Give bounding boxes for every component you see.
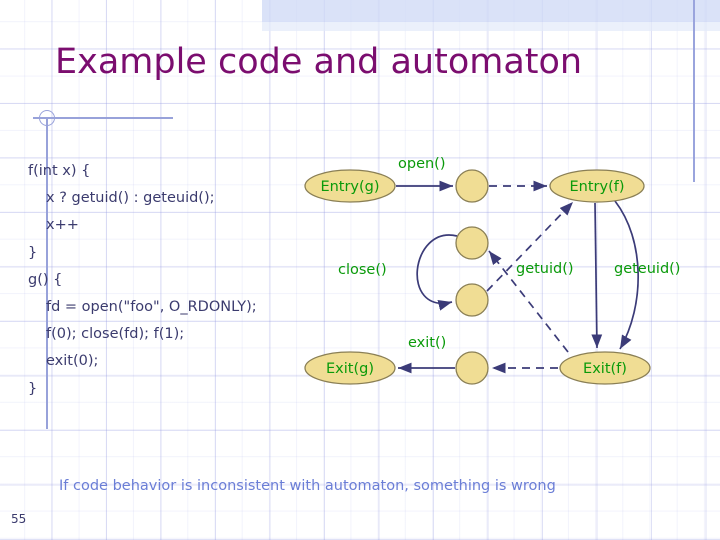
node-entry-g[interactable]: Entry(g) (304, 169, 396, 203)
code-line: } (28, 244, 38, 261)
code-line: exit(0); (46, 353, 99, 370)
edge-getuid (591, 202, 603, 349)
node-label: Exit(f) (583, 361, 627, 377)
code-block: f(int x) { x ? getuid() : geteuid(); x++… (28, 158, 328, 403)
edge-label-close: close() (338, 262, 387, 278)
edge-label-geteuid: geteuid() (614, 261, 680, 277)
code-line: f(0); close(fd); f(1); (46, 326, 185, 343)
node-label: Entry(f) (570, 179, 625, 195)
automaton-nodes: Entry(g) Entry(f) Exit(g) (304, 169, 651, 385)
node-entry-f[interactable]: Entry(f) (549, 169, 645, 203)
node-label: Exit(g) (326, 361, 374, 377)
edge-label-open: open() (398, 156, 446, 172)
footnote-text: If code behavior is inconsistent with au… (59, 478, 556, 494)
code-line: } (28, 380, 38, 397)
code-line: fd = open("foo", O_RDONLY); (46, 299, 257, 316)
node-c2[interactable] (455, 226, 489, 260)
header-band (262, 0, 720, 22)
code-line: x++ (46, 217, 79, 234)
edge-return-up (488, 250, 569, 353)
node-c3[interactable] (455, 283, 489, 317)
edge-label-exit: exit() (408, 335, 446, 351)
header-band-secondary (262, 22, 720, 31)
edge-call-up (486, 201, 574, 292)
node-c4[interactable] (455, 351, 489, 385)
node-label: Entry(g) (320, 179, 379, 195)
edge-label-getuid: getuid() (516, 261, 574, 277)
title-underline-vertical (46, 117, 48, 429)
page-number: 55 (11, 512, 27, 526)
code-line: x ? getuid() : geteuid(); (46, 190, 215, 207)
node-exit-f[interactable]: Exit(f) (559, 351, 651, 385)
edge-geteuid (614, 200, 639, 350)
right-vertical-rule (693, 0, 695, 182)
node-c1[interactable] (455, 169, 489, 203)
node-exit-g[interactable]: Exit(g) (304, 351, 396, 385)
title-underline-horizontal (33, 117, 173, 119)
page-title: Example code and automaton (55, 42, 583, 82)
title-bullet-circle-icon (39, 110, 55, 126)
edge-close (416, 234, 458, 311)
code-line: f(int x) { (28, 163, 91, 179)
code-line: g() { (28, 271, 63, 288)
automaton-edge-labels: open() close() getuid() geteuid() exit() (338, 156, 680, 351)
